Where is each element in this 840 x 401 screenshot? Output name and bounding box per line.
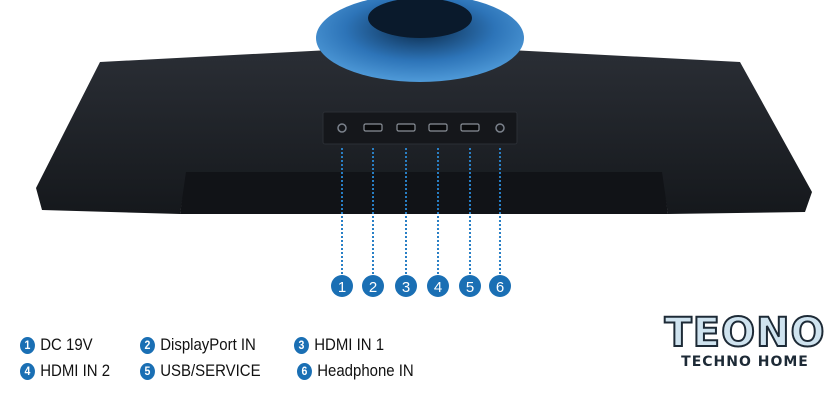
legend-number: 2	[140, 336, 155, 354]
headphone-port-icon	[495, 123, 505, 133]
callout-number: 3	[402, 279, 410, 296]
callout-number: 6	[496, 279, 504, 296]
legend-label: DC 19V	[40, 335, 93, 354]
callout-number: 5	[466, 279, 474, 296]
teono-logo: TEONO TECHNO HOME	[660, 310, 830, 370]
legend-item: 4 HDMI IN 2	[20, 361, 110, 381]
monitor-lower-rim	[180, 172, 668, 214]
legend-item: 1 DC 19V	[20, 335, 93, 355]
legend-item: 6 Headphone IN	[297, 361, 414, 381]
callout-number: 4	[434, 279, 442, 296]
legend-label: DisplayPort IN	[160, 335, 256, 354]
dc-power-port-icon	[337, 123, 347, 133]
legend-label: Headphone IN	[317, 361, 414, 380]
legend-number: 3	[294, 336, 309, 354]
callout-badge	[459, 275, 481, 297]
stand-ring-hole	[368, 0, 472, 38]
callout-number: 1	[338, 279, 346, 296]
legend-label: HDMI IN 1	[314, 335, 385, 354]
legend-number: 1	[20, 336, 35, 354]
port-panel	[322, 111, 518, 145]
callout-badge	[427, 275, 449, 297]
legend-number: 5	[140, 362, 155, 380]
logo-sub-text: TECHNO HOME	[681, 354, 809, 370]
legend-item: 2 DisplayPort IN	[140, 335, 256, 355]
logo-main-text: TEONO	[663, 310, 826, 356]
legend-item: 3 HDMI IN 1	[294, 335, 384, 355]
callout-badge	[331, 275, 353, 297]
usb-port-icon	[460, 123, 480, 132]
legend-label: USB/SERVICE	[160, 361, 261, 380]
legend-item: 5 USB/SERVICE	[140, 361, 261, 381]
legend-number: 6	[297, 362, 312, 380]
legend-label: HDMI IN 2	[40, 361, 111, 380]
stand-ring	[316, 0, 524, 82]
callout-badge	[395, 275, 417, 297]
hdmi1-port-icon	[396, 123, 416, 132]
displayport-port-icon	[363, 123, 383, 132]
hdmi2-port-icon	[428, 123, 448, 132]
legend-number: 4	[20, 362, 35, 380]
callout-badge	[362, 275, 384, 297]
callout-number: 2	[369, 279, 377, 296]
callout-badge	[489, 275, 511, 297]
